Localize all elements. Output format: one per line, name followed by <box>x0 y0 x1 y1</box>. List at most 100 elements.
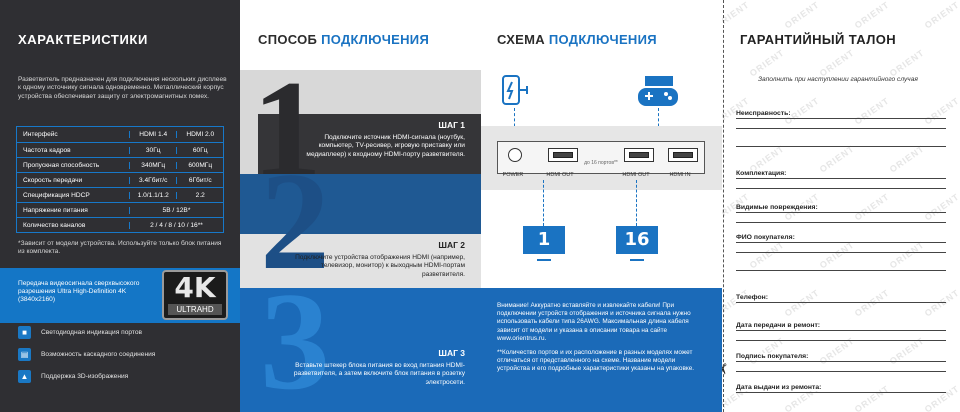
4k-label: 4K <box>174 271 216 304</box>
port-label: HDMI IN <box>669 172 691 178</box>
field-label: Подпись покупателя: <box>736 353 809 360</box>
table-cell: 60Гц <box>176 146 223 154</box>
hdmi-out-port <box>548 148 578 162</box>
cut-line <box>723 0 724 412</box>
step-3-text: Вставьте штекер блока питания во вход пи… <box>293 362 465 386</box>
watermark-text: ORIENT <box>852 287 892 319</box>
title-highlight: ПОДКЛЮЧЕНИЯ <box>321 32 430 47</box>
step-1-block: ШАГ 1 Подключите источник HDMI-сигнала (… <box>290 120 465 159</box>
warranty-card-panel: ORIENT ORIENT ORIENT ORIENT ORIENT ORIENT ORIE… <box>722 0 960 412</box>
step-1-title: ШАГ 1 <box>438 120 465 130</box>
hdmi-splitter-device <box>497 141 705 174</box>
scissors-icon: ✂ <box>722 363 731 376</box>
field-label: Дата выдачи из ремонта: <box>736 384 822 391</box>
ports-footnote: **Количество портов и их расположение в … <box>497 349 695 373</box>
field-malfunction[interactable]: Неисправность: <box>736 110 946 119</box>
watermark-text: ORIENT <box>817 239 857 271</box>
title-highlight: ПОДКЛЮЧЕНИЯ <box>548 32 657 47</box>
field-line[interactable] <box>736 222 946 223</box>
field-label: ФИО покупателя: <box>736 234 795 241</box>
port-label: HDMI OUT <box>622 172 650 178</box>
step-2-block: ШАГ 2 Подключите устройства отображения … <box>290 240 465 279</box>
table-row: Напряжение питания 5В / 12В* <box>17 202 223 217</box>
port-label: POWER <box>502 172 524 178</box>
table-cell: 2 / 4 / 8 / 10 / 16** <box>128 221 223 229</box>
field-visible-damage[interactable]: Видимые повреждения: <box>736 204 946 213</box>
output-line-16 <box>636 180 637 226</box>
table-row: Количество каналов 2 / 4 / 8 / 10 / 16** <box>17 217 223 232</box>
connection-diagram-panel: СХЕМА ПОДКЛЮЧЕНИЯ POWER HDMI OUT HDMI OU… <box>481 0 722 412</box>
characteristics-title: ХАРАКТЕРИСТИКИ <box>18 32 148 47</box>
watermark-text: ORIENT <box>722 287 752 319</box>
hdmi-in-port <box>668 148 698 162</box>
field-line[interactable] <box>736 146 946 147</box>
field-label: Неисправность: <box>736 110 791 117</box>
feature-item: ▲ Поддержка 3D-изображения <box>18 370 128 383</box>
table-cell: 6Гбит/с <box>176 176 223 184</box>
step-2-section: 2 ШАГ 2 Подключите устройства отображени… <box>240 152 481 292</box>
field-label: Комплектация: <box>736 170 787 177</box>
field-label: Телефон: <box>736 294 768 301</box>
ultrahd-label: ULTRAHD <box>168 304 222 315</box>
step-3-number: 3 <box>260 264 330 412</box>
warning-text: Внимание! Аккуратно вставляйте и извлека… <box>497 302 691 342</box>
connection-method-title: СПОСОБ ПОДКЛЮЧЕНИЯ <box>258 32 429 47</box>
step-3-block: ШАГ 3 Вставьте штекер блока питания во в… <box>290 348 465 387</box>
monitor-1-icon: 1 <box>523 226 565 261</box>
field-line[interactable] <box>736 270 946 271</box>
table-row: Скорость передачи 3.4Гбит/с 6Гбит/с <box>17 172 223 187</box>
field-label: Видимые повреждения: <box>736 204 818 211</box>
power-note: *Зависит от модели устройства. Используй… <box>18 240 222 256</box>
warning-box: Внимание! Аккуратно вставляйте и извлека… <box>481 288 722 412</box>
watermark-text: ORIENT <box>747 47 787 79</box>
step-1-section: 1 ШАГ 1 Подключите источник HDMI-сигнала… <box>240 60 481 204</box>
field-repair-date[interactable]: Дата передачи в ремонт: <box>736 322 946 331</box>
table-cell: Напряжение питания <box>23 206 88 214</box>
step-2-title: ШАГ 2 <box>438 240 465 250</box>
table-cell: 340МГц <box>128 161 177 169</box>
feature-label: Поддержка 3D-изображения <box>41 373 129 380</box>
characteristics-panel: ХАРАКТЕРИСТИКИ Разветвитель предназначен… <box>0 0 240 412</box>
game-console-icon <box>638 76 678 106</box>
watermark-text: ORIENT <box>887 239 927 271</box>
step-1-text: Подключите источник HDMI-сигнала (ноутбу… <box>306 134 465 158</box>
field-label: Дата передачи в ремонт: <box>736 322 821 329</box>
field-buyer-name[interactable]: ФИО покупателя: <box>736 234 946 243</box>
table-cell: 600МГц <box>176 161 223 169</box>
watermark-text: ORIENT <box>922 0 960 31</box>
power-connection-line <box>514 108 515 142</box>
feature-item: ■ Светодиодная индикация портов <box>18 326 142 339</box>
table-cell: Спецификация HDCP <box>23 191 90 199</box>
watermark-text: ORIENT <box>782 0 822 31</box>
table-row: Частота кадров 30Гц 60Гц <box>17 142 223 157</box>
intro-text: Разветвитель предназначен для подключени… <box>18 76 227 100</box>
input-connection-line <box>658 108 659 142</box>
table-cell: Пропускная способность <box>23 161 100 169</box>
table-cell: HDMI 2.0 <box>176 131 223 138</box>
field-line[interactable] <box>736 188 946 189</box>
watermark-text: ORIENT <box>922 287 960 319</box>
4k-banner-text: Передача видеосигнала сверхвысокого разр… <box>18 280 140 303</box>
field-line[interactable] <box>736 128 946 129</box>
table-row: Спецификация HDCP 1.0/1.1/1.2 2.2 <box>17 187 223 202</box>
field-line[interactable] <box>736 371 946 372</box>
spec-header-row: Интерфейс HDMI 1.4 HDMI 2.0 <box>17 127 223 142</box>
field-buyer-signature[interactable]: Подпись покупателя: <box>736 353 946 362</box>
connection-method-panel: СПОСОБ ПОДКЛЮЧЕНИЯ 1 ШАГ 1 Подключите ис… <box>240 0 481 412</box>
field-line[interactable] <box>736 340 946 341</box>
table-cell: 1.0/1.1/1.2 <box>128 191 177 199</box>
table-row: Пропускная способность 340МГц 600МГц <box>17 157 223 172</box>
watermark-text: ORIENT <box>852 0 892 31</box>
field-phone[interactable]: Телефон: <box>736 294 946 303</box>
feature-label: Светодиодная индикация портов <box>41 329 143 336</box>
spec-table: Интерфейс HDMI 1.4 HDMI 2.0 Частота кадр… <box>16 126 224 233</box>
connection-diagram-title: СХЕМА ПОДКЛЮЧЕНИЯ <box>497 32 657 47</box>
4k-banner: Передача видеосигнала сверхвысокого разр… <box>0 268 240 323</box>
field-line[interactable] <box>736 252 946 253</box>
led-indicator-icon: ■ <box>18 326 31 339</box>
warranty-hint: Заполнить при наступлении гарантийного с… <box>758 76 918 83</box>
field-return-date[interactable]: Дата выдачи из ремонта: <box>736 384 946 393</box>
watermark-text: ORIENT <box>747 239 787 271</box>
field-contents[interactable]: Комплектация: <box>736 170 946 179</box>
3d-cube-icon: ▲ <box>18 370 31 383</box>
